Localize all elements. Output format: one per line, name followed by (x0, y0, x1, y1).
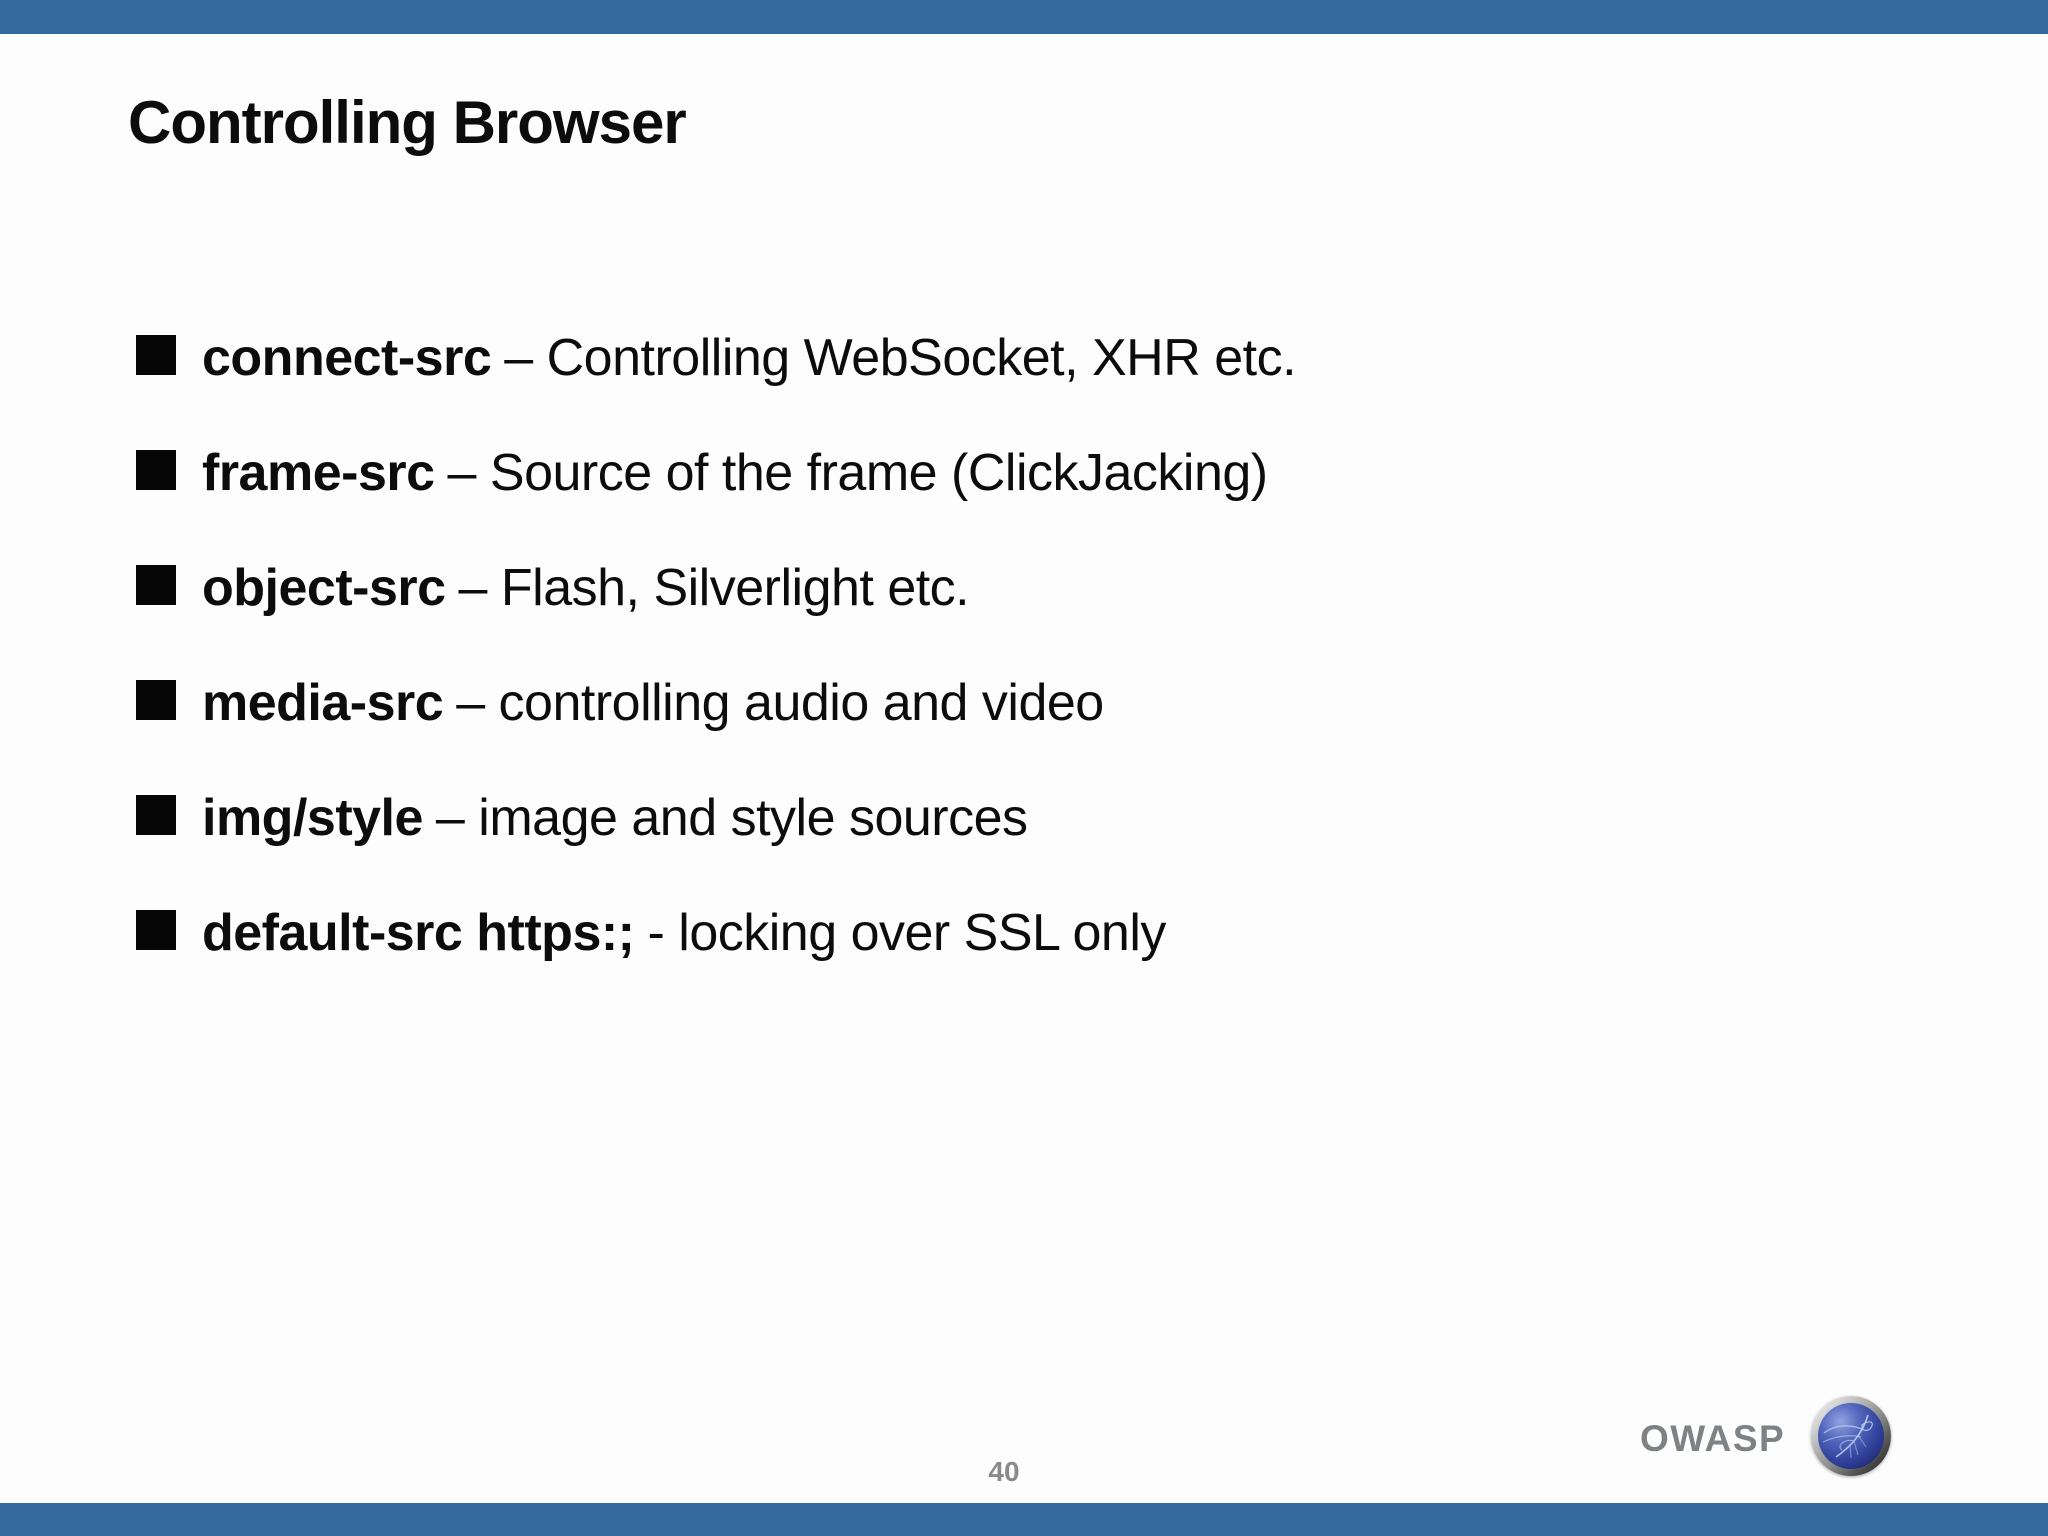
owasp-logo-sphere (1818, 1403, 1885, 1469)
bullet-item: frame-src– Source of the frame (ClickJac… (136, 415, 1836, 530)
square-bullet-icon (136, 449, 176, 490)
square-bullet-icon (136, 334, 176, 375)
bullet-desc: – controlling audio and video (456, 673, 1104, 732)
bottom-accent-bar (0, 1503, 2048, 1536)
bullet-text: default-src https:;- locking over SSL on… (202, 903, 1166, 963)
bullet-text: connect-src– Controlling WebSocket, XHR … (202, 328, 1297, 388)
bullet-list: connect-src– Controlling WebSocket, XHR … (136, 300, 1836, 990)
bullet-item: connect-src– Controlling WebSocket, XHR … (136, 300, 1836, 415)
bullet-term: connect-src (202, 328, 492, 387)
owasp-wordmark: OWASP (1640, 1418, 1786, 1459)
owasp-footer: OWASP (1640, 1396, 1892, 1476)
owasp-wasp-logo-icon (1811, 1396, 1892, 1476)
bullet-item: media-src– controlling audio and video (136, 645, 1836, 760)
bullet-item: default-src https:;- locking over SSL on… (136, 875, 1836, 990)
bullet-desc: – Controlling WebSocket, XHR etc. (504, 328, 1297, 387)
top-accent-bar (0, 0, 2048, 34)
bullet-desc: – Source of the frame (ClickJacking) (447, 443, 1269, 502)
square-bullet-icon (136, 679, 176, 720)
bullet-term: default-src https:; (202, 903, 635, 962)
bullet-term: media-src (202, 673, 444, 732)
bullet-text: object-src– Flash, Silverlight etc. (202, 558, 970, 618)
square-bullet-icon (136, 794, 176, 835)
bullet-item: img/style– image and style sources (136, 760, 1836, 875)
square-bullet-icon (136, 909, 176, 950)
bullet-text: img/style– image and style sources (202, 788, 1028, 848)
bullet-text: media-src– controlling audio and video (202, 673, 1104, 733)
bullet-term: img/style (202, 788, 423, 847)
page-number: 40 (988, 1456, 1020, 1487)
bullet-item: object-src– Flash, Silverlight etc. (136, 530, 1836, 645)
bullet-term: frame-src (202, 443, 435, 502)
bullet-text: frame-src– Source of the frame (ClickJac… (202, 443, 1268, 503)
bullet-desc: – Flash, Silverlight etc. (458, 558, 970, 617)
bullet-term: object-src (202, 558, 446, 617)
square-bullet-icon (136, 564, 176, 605)
bullet-desc: - locking over SSL only (647, 903, 1167, 962)
bullet-desc: – image and style sources (435, 788, 1028, 847)
slide-title: Controlling Browser (128, 89, 687, 156)
